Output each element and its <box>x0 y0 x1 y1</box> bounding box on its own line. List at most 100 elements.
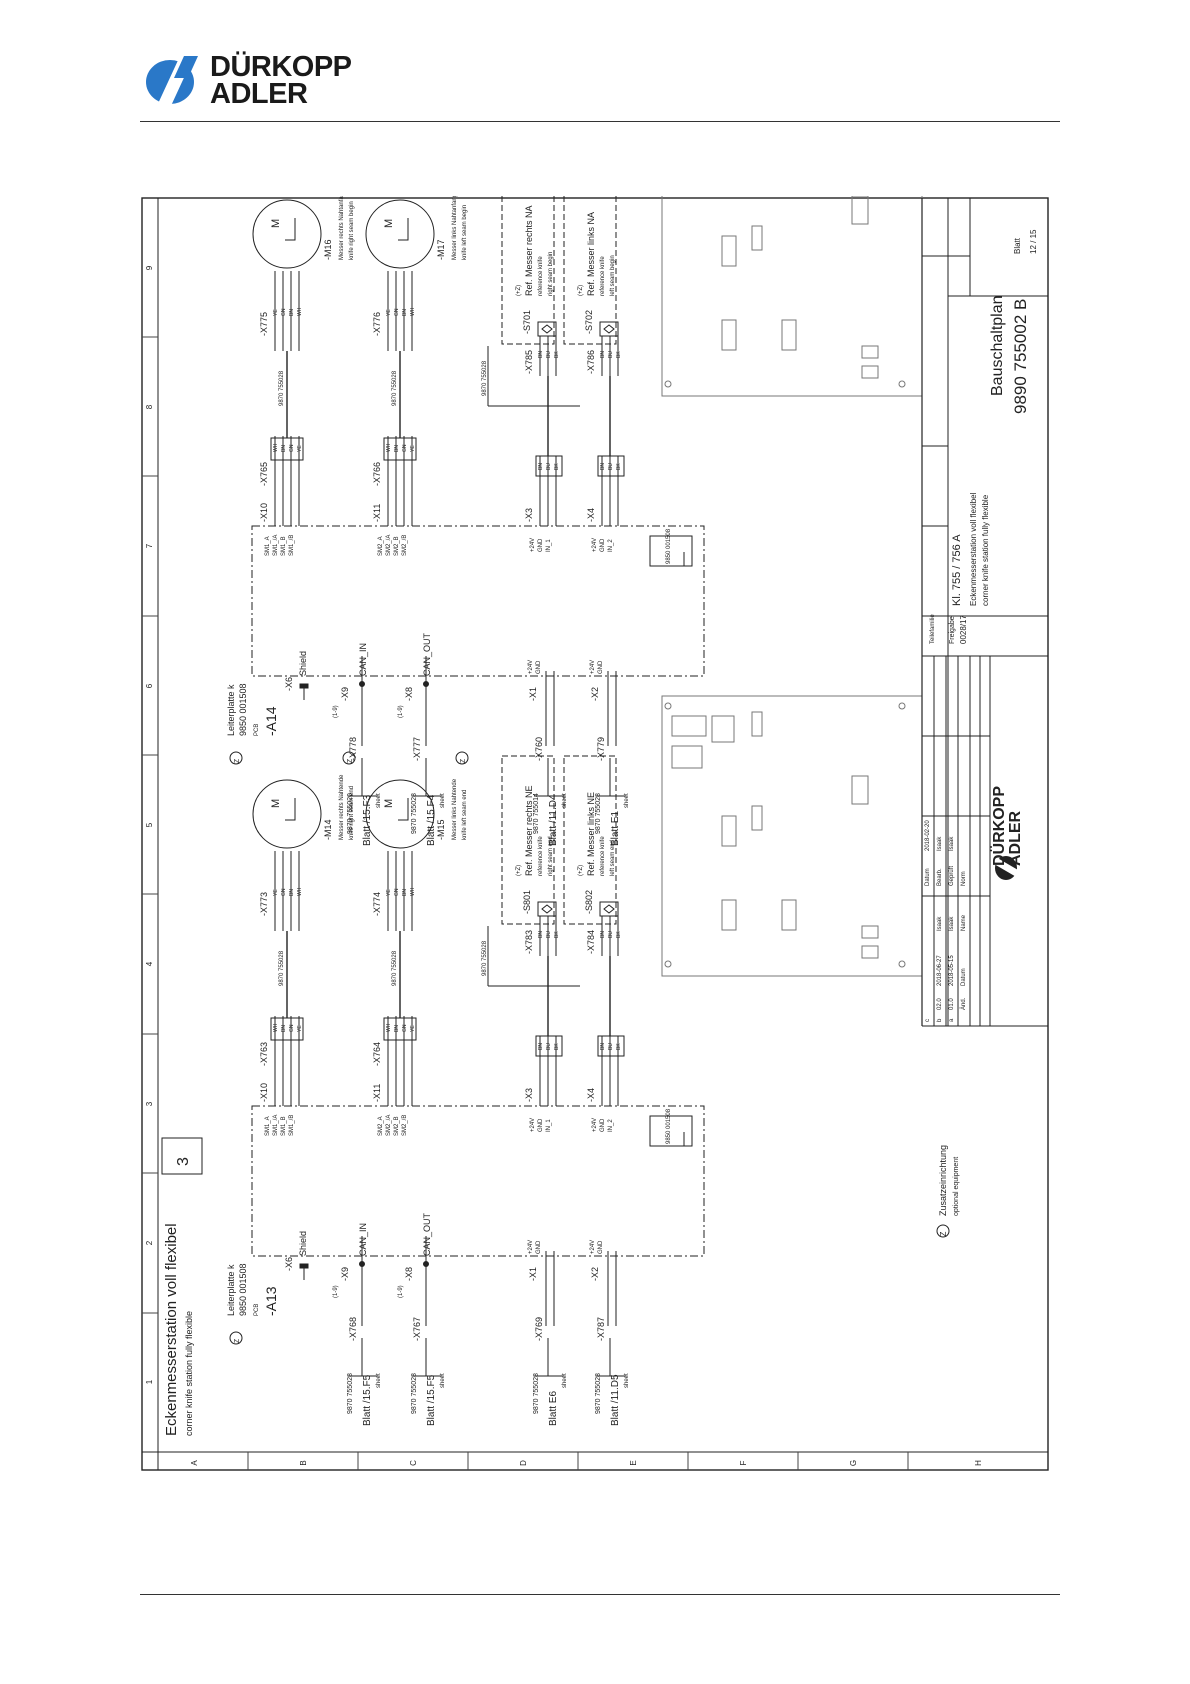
tb-desc-en: corner knife station fully flexible <box>981 494 990 606</box>
ref-conn: -X760 <box>534 737 544 761</box>
ref-sheet: sheet <box>624 1373 630 1388</box>
wire-color: BN <box>281 445 287 452</box>
motor-step-symbol <box>398 218 409 241</box>
wire-color: WH <box>386 1023 392 1032</box>
rev-name: Name <box>961 914 967 931</box>
sensor-diamond <box>541 324 553 334</box>
wire-color: BU <box>546 931 552 938</box>
sensor-desc1: reference knife <box>538 836 544 876</box>
brand-logo-mark <box>146 56 198 108</box>
ref-blatt: Blatt /11.D5 <box>610 1374 621 1426</box>
motor-cable-conn: -X773 <box>259 892 269 916</box>
wire-color: GN <box>289 1024 295 1032</box>
ref-cable: 9870 755014 <box>533 793 540 834</box>
rev-number: Änd. <box>960 997 967 1010</box>
sensor-symbol <box>537 901 557 917</box>
motor-signal: SM2_/B <box>402 535 408 556</box>
motor-id: -M14 <box>323 819 333 840</box>
conn-x6: -X6 <box>284 1257 294 1271</box>
ref-sheet: sheet <box>562 793 568 808</box>
column-label-9: 9 <box>145 265 154 270</box>
pcb-box <box>251 1105 705 1257</box>
sensor-signal: GND <box>538 1118 544 1132</box>
wire-color: BN <box>600 463 606 470</box>
conn-x2: -X2 <box>590 1267 600 1281</box>
wire-color: BN <box>538 931 544 938</box>
sensor-plug <box>535 455 563 477</box>
ref-blatt: Blatt /15.F5 <box>362 1374 373 1426</box>
pcb-type: Leiterplatte k <box>226 684 236 736</box>
tb-doc-title: Bauschaltplan <box>989 295 1006 396</box>
sheet-frame <box>141 197 1049 1471</box>
ref-blatt: Blatt /15.F4 <box>426 794 437 846</box>
pcb-part <box>721 815 737 847</box>
pcb-part <box>781 319 797 351</box>
sensor-pcb-conn: -X4 <box>586 508 596 522</box>
brand-logo <box>140 52 360 110</box>
ref-cable: 9870 755028 <box>533 1373 540 1414</box>
motor-desc-en: knife left seam end <box>462 790 468 840</box>
wire-color: YE <box>410 445 416 452</box>
wire-color: BU <box>546 351 552 358</box>
motor-signal: SM2_/A <box>386 535 392 556</box>
motor-cable-part: 9870 755028 <box>279 950 285 986</box>
motor-cable-part: 9870 755028 <box>279 370 285 406</box>
wire-color: GN <box>394 888 400 896</box>
motor-desc-en: knife left seam begin <box>462 205 468 260</box>
conn-x1: -X1 <box>528 1267 538 1281</box>
sensor-ref: Ref. Messer rechts NE <box>524 785 534 876</box>
motor-id: -M17 <box>436 239 446 260</box>
pcb-part <box>851 196 869 225</box>
wire-color: GN <box>281 308 287 316</box>
sensor-box <box>563 755 617 925</box>
row-label-C: C <box>409 1460 418 1466</box>
sensor-ref: Ref. Messer links NE <box>586 792 596 876</box>
conn-x2: -X2 <box>590 687 600 701</box>
pcb-part <box>721 235 737 267</box>
pcb-mount-hole <box>898 960 906 968</box>
motor-step-symbol <box>285 218 296 241</box>
sensor-ref: Ref. Messer links NA <box>586 212 596 296</box>
motor-symbol <box>252 779 322 849</box>
conn-x1: -X1 <box>528 687 538 701</box>
row-label-A: A <box>190 1460 199 1466</box>
wire-color: BN <box>538 463 544 470</box>
sensor-signal: IN_1 <box>546 539 552 552</box>
drawing-title-en: corner knife station fully flexible <box>184 1311 194 1436</box>
wire-color: BN <box>394 445 400 452</box>
rev-name: Isaak <box>949 916 955 931</box>
column-label-5: 5 <box>145 822 154 827</box>
legend-z-icon <box>936 1224 950 1238</box>
wire-color: BK <box>616 463 622 470</box>
wire-color: YE <box>297 1025 303 1032</box>
brand-name: DÜRKOPP ADLER <box>210 53 352 109</box>
wire-color: YE <box>273 889 279 896</box>
wire-color: YE <box>410 1025 416 1032</box>
pcb-mount-hole <box>664 380 672 388</box>
wire-color: BN <box>394 1025 400 1032</box>
sensor-tag: (+Z) <box>578 285 584 296</box>
legend-optional-equipment: Z Zusatzeinrichtung optional equipment <box>936 1145 960 1238</box>
section-number: 3 <box>175 1157 192 1166</box>
motor-m: M <box>270 799 282 808</box>
wire-color: BN <box>289 889 295 896</box>
motor-pcb-conn: -X10 <box>259 503 269 522</box>
sensor-plug <box>597 455 625 477</box>
column-label-7: 7 <box>145 543 154 548</box>
sensor-conn: -X783 <box>524 930 534 954</box>
sensor-signal: +24V <box>592 538 598 552</box>
can-in-label: CAN_IN <box>358 643 368 676</box>
conn-x6: -X6 <box>284 677 294 691</box>
pcb-part <box>721 319 737 351</box>
motor-signal: SM2_B <box>394 536 400 556</box>
rev-number: 01.0 <box>949 998 955 1010</box>
row-label-B: B <box>299 1460 308 1465</box>
optional-z-symbol: Z <box>460 758 467 763</box>
motor-desc-de: Messer rechts Nahtende <box>339 774 345 840</box>
wire-color: BK <box>554 931 560 938</box>
ref-conn: -X768 <box>348 1317 358 1341</box>
shield-label: Shield <box>298 1231 308 1256</box>
pcb-drawing <box>661 196 923 397</box>
